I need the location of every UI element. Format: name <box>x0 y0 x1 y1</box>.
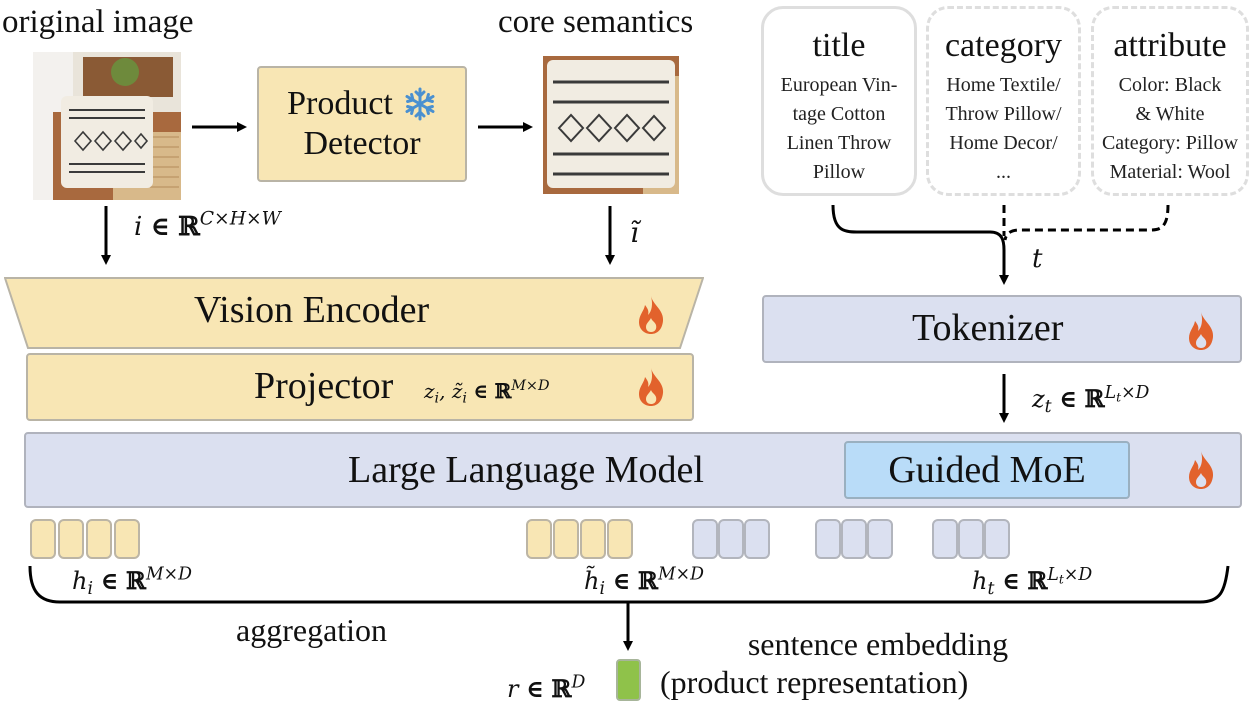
attribute-line: Material: Wool <box>1109 161 1231 183</box>
core-semantics-image <box>543 56 679 194</box>
attribute-line: Color: Black <box>1118 74 1222 96</box>
connector-attribute <box>1003 204 1170 241</box>
text-token <box>841 519 867 559</box>
tokenizer-block: Tokenizer <box>762 295 1242 363</box>
attribute-input-box: attribute Color: Black & White Category:… <box>1091 6 1249 196</box>
core-token <box>553 519 579 559</box>
image-token <box>86 519 112 559</box>
llm-title: Large Language Model <box>348 449 704 491</box>
attribute-head: attribute <box>1113 27 1227 64</box>
category-line: Throw Pillow/ <box>945 103 1062 125</box>
tokenizer-title: Tokenizer <box>912 307 1064 349</box>
category-line: ... <box>996 161 1011 183</box>
flame-icon <box>639 296 664 334</box>
text-variable-t: t <box>1032 244 1043 274</box>
text-token <box>744 519 770 559</box>
text-token <box>932 519 958 559</box>
tokenizer-output-formula: zt ∈ ℝLt×D <box>1032 382 1150 418</box>
attribute-line: Category: Pillow <box>1101 132 1239 154</box>
original-image <box>33 52 181 200</box>
product-detector-line1: Product <box>287 85 393 122</box>
guided-moe-block: Guided MoE <box>844 441 1130 499</box>
snowflake-icon <box>405 87 435 121</box>
title-head: title <box>812 27 866 64</box>
category-input-box: category Home Textile/ Throw Pillow/ Hom… <box>926 6 1081 196</box>
sentence-embedding-vector <box>616 659 641 701</box>
flame-icon <box>1189 451 1214 489</box>
vision-encoder-title: Vision Encoder <box>194 289 430 331</box>
title-input-box: title European Vin- tage Cotton Linen Th… <box>761 6 917 196</box>
attribute-line: & White <box>1135 103 1205 125</box>
text-token <box>718 519 744 559</box>
text-token <box>958 519 984 559</box>
product-representation-label: (product representation) <box>660 664 969 700</box>
flame-icon <box>1189 312 1214 350</box>
title-line: European Vin- <box>780 74 898 96</box>
representation-formula: r ∈ ℝD <box>507 672 586 703</box>
image-token <box>30 519 56 559</box>
image-token <box>58 519 84 559</box>
category-line: Home Decor/ <box>949 132 1058 154</box>
image-input-formula: i ∈ ℝC×H×W <box>134 208 281 242</box>
core-semantics-formula: ĩ <box>630 216 639 249</box>
llm-block: Large Language Model Guided MoE <box>24 432 1242 508</box>
text-token <box>815 519 841 559</box>
text-token <box>867 519 893 559</box>
sentence-embedding-label: sentence embedding <box>747 626 1009 662</box>
flame-icon <box>639 368 664 406</box>
product-detector-block: Product Detector <box>257 66 467 182</box>
title-line: Linen Throw <box>786 132 892 154</box>
text-token <box>692 519 718 559</box>
core-token <box>607 519 633 559</box>
core-token <box>580 519 606 559</box>
core-token <box>526 519 552 559</box>
category-line: Home Textile/ <box>946 74 1061 96</box>
aggregation-label: aggregation <box>236 612 388 648</box>
product-detector-line2: Detector <box>303 125 421 162</box>
text-hidden-formula: ht ∈ ℝLt×D <box>972 564 1093 600</box>
projector-output-formula: zi, z̃i ∈ ℝM×D <box>424 378 550 407</box>
vision-encoder-block: Vision Encoder <box>4 277 704 349</box>
text-token <box>984 519 1010 559</box>
core-semantics-label: core semantics <box>498 4 694 40</box>
image-token <box>114 519 140 559</box>
category-head: category <box>944 27 1063 64</box>
original-image-label: original image <box>2 4 194 40</box>
title-line: Pillow <box>812 161 866 183</box>
projector-title: Projector <box>254 365 394 407</box>
core-hidden-formula: h̃i ∈ ℝM×D <box>584 564 704 600</box>
arrow-title-to-tokenizer <box>831 204 1009 285</box>
image-hidden-formula: hi ∈ ℝM×D <box>72 564 192 600</box>
projector-block: Projector zi, z̃i ∈ ℝM×D <box>26 353 694 421</box>
title-line: tage Cotton <box>792 103 886 125</box>
